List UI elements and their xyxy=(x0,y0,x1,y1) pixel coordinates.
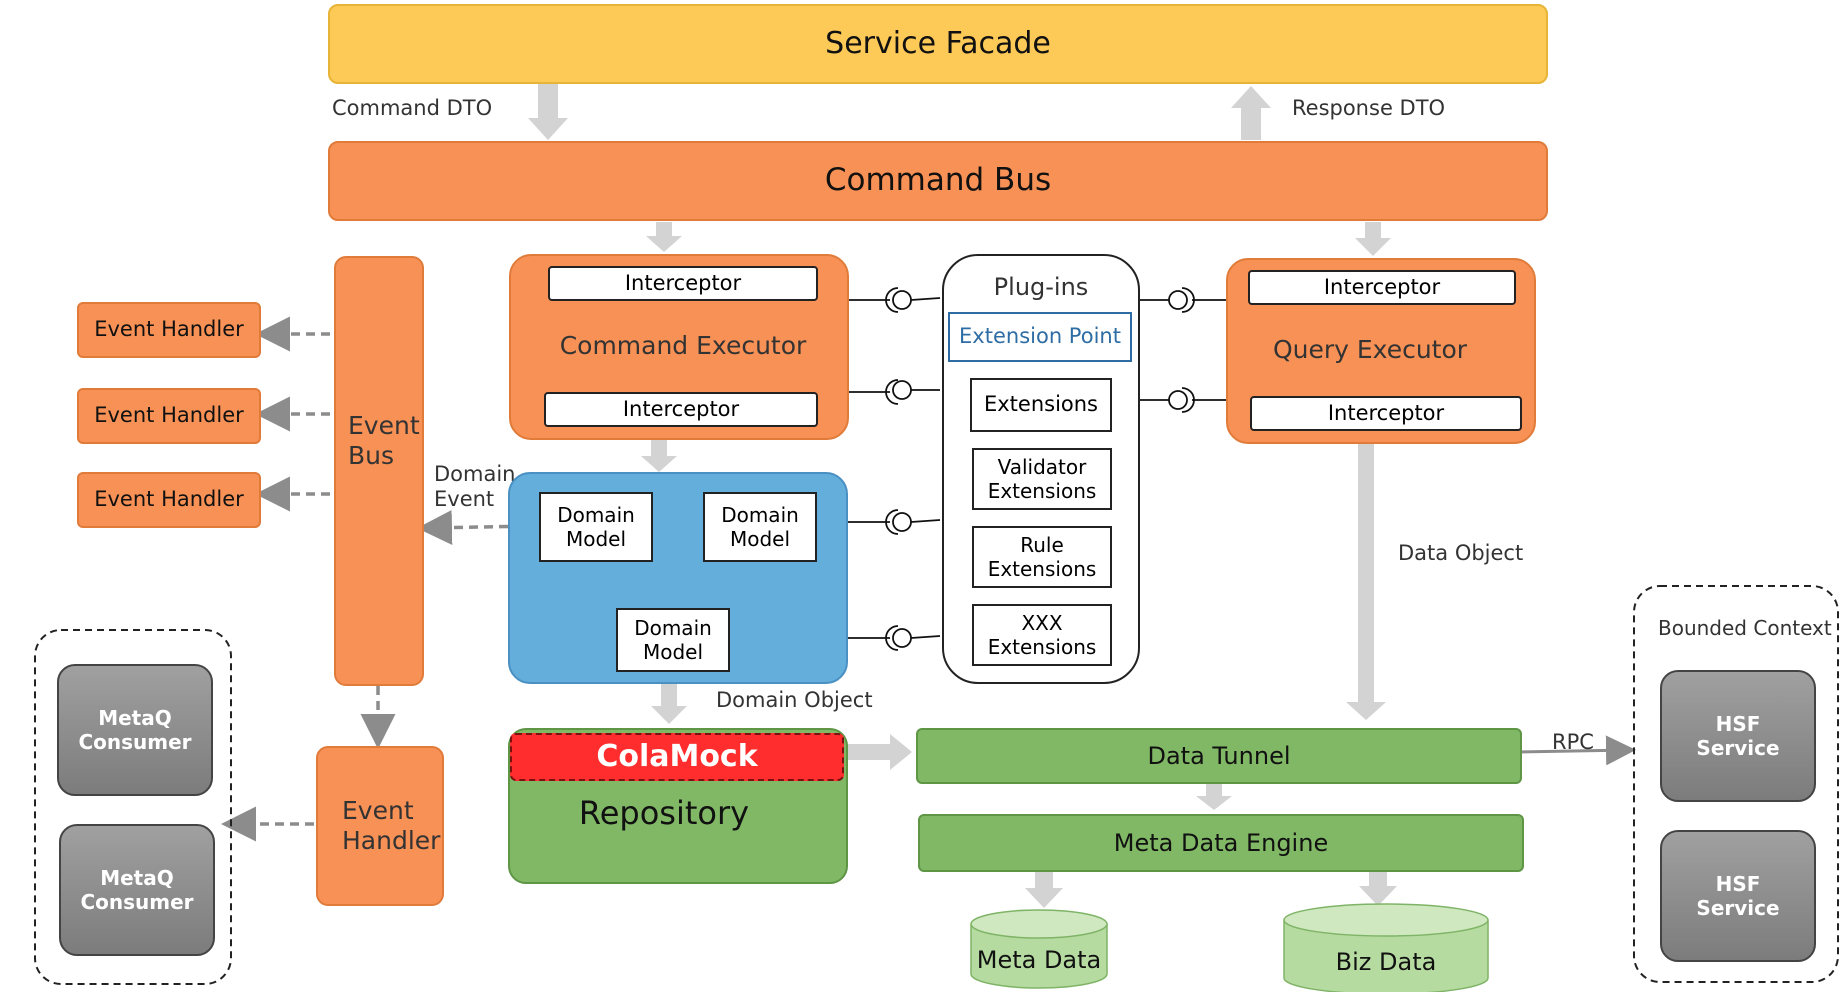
command-bus-label: Command Bus xyxy=(824,162,1052,199)
biz-data-cylinder xyxy=(1283,903,1489,992)
plugin-rule-extensions: Rule Extensions xyxy=(972,526,1112,588)
response-dto-label: Response DTO xyxy=(1292,96,1446,120)
command-executor-interceptor-top: Interceptor xyxy=(548,266,818,301)
query-executor-interceptor-top: Interceptor xyxy=(1248,270,1516,305)
tunnel-to-engine-arrow xyxy=(1196,784,1232,810)
command-dto-arrow xyxy=(528,84,568,140)
plugin-extensions: Extensions xyxy=(970,378,1112,432)
repository-label: Repository xyxy=(578,793,750,832)
cmd-exec-to-domain-arrow xyxy=(641,440,677,472)
metaq-container xyxy=(34,629,232,985)
service-facade: Service Facade xyxy=(328,4,1548,84)
command-bus: Command Bus xyxy=(328,141,1548,221)
domain-to-repo-arrow xyxy=(651,682,687,724)
domain-model-2: Domain Model xyxy=(703,492,817,562)
rpc-arrow xyxy=(1515,735,1636,766)
meta-data-cylinder xyxy=(970,909,1108,989)
bus-to-query-exec-arrow xyxy=(1355,222,1391,256)
metaq-consumer-2: MetaQ Consumer xyxy=(59,824,215,956)
command-executor-label: Command Executor xyxy=(559,331,807,360)
hsf-service-1: HSF Service xyxy=(1660,670,1816,802)
hsf-service-2: HSF Service xyxy=(1660,830,1816,962)
biz-data-label: Biz Data xyxy=(1335,947,1437,976)
bounded-context-title: Bounded Context xyxy=(1658,616,1832,640)
meta-data-engine: Meta Data Engine xyxy=(918,814,1524,872)
plugins-title: Plug-ins xyxy=(993,272,1089,301)
socket-query-exec-1 xyxy=(1140,287,1232,313)
colamock-bar: ColaMock xyxy=(510,733,844,781)
event-handler-lower: Event Handler xyxy=(316,746,444,906)
command-executor-interceptor-bottom: Interceptor xyxy=(544,392,818,427)
data-object-arrow xyxy=(1346,444,1386,720)
socket-query-exec-2 xyxy=(1140,387,1232,413)
event-handler-1: Event Handler xyxy=(77,302,261,358)
extension-point: Extension Point xyxy=(948,312,1132,362)
socket-domain-2 xyxy=(848,625,941,651)
socket-cmd-exec-2 xyxy=(848,379,940,405)
meta-data-label: Meta Data xyxy=(976,945,1102,974)
rpc-label: RPC xyxy=(1552,730,1594,754)
engine-to-metadata-arrow xyxy=(1025,872,1063,908)
response-dto-arrow xyxy=(1231,86,1271,140)
plugin-xxx-extensions: XXX Extensions xyxy=(972,604,1112,666)
socket-domain-1 xyxy=(848,509,941,535)
event-bus-label: Event Bus xyxy=(348,411,420,470)
service-facade-label: Service Facade xyxy=(825,26,1051,61)
event-handler-3: Event Handler xyxy=(77,472,261,528)
command-dto-label: Command DTO xyxy=(332,96,493,120)
domain-model-3: Domain Model xyxy=(616,608,730,672)
plugin-validator-extensions: Validator Extensions xyxy=(972,448,1112,510)
domain-model-1: Domain Model xyxy=(539,492,653,562)
query-executor-label: Query Executor xyxy=(1272,335,1468,364)
domain-event-label: Domain Event xyxy=(434,462,516,512)
data-object-label: Data Object xyxy=(1398,541,1524,565)
engine-to-bizdata-arrow xyxy=(1359,872,1397,906)
metaq-consumer-1: MetaQ Consumer xyxy=(57,664,213,796)
domain-object-label: Domain Object xyxy=(716,688,873,712)
bounded-context-container xyxy=(1633,585,1839,983)
bus-to-cmd-exec-arrow xyxy=(646,222,682,252)
event-handler-2: Event Handler xyxy=(77,388,261,444)
event-bus xyxy=(334,256,424,686)
query-executor-interceptor-bottom: Interceptor xyxy=(1250,396,1522,431)
repo-to-tunnel-arrow xyxy=(842,734,912,770)
socket-cmd-exec-1 xyxy=(848,287,941,313)
data-tunnel: Data Tunnel xyxy=(916,728,1522,784)
